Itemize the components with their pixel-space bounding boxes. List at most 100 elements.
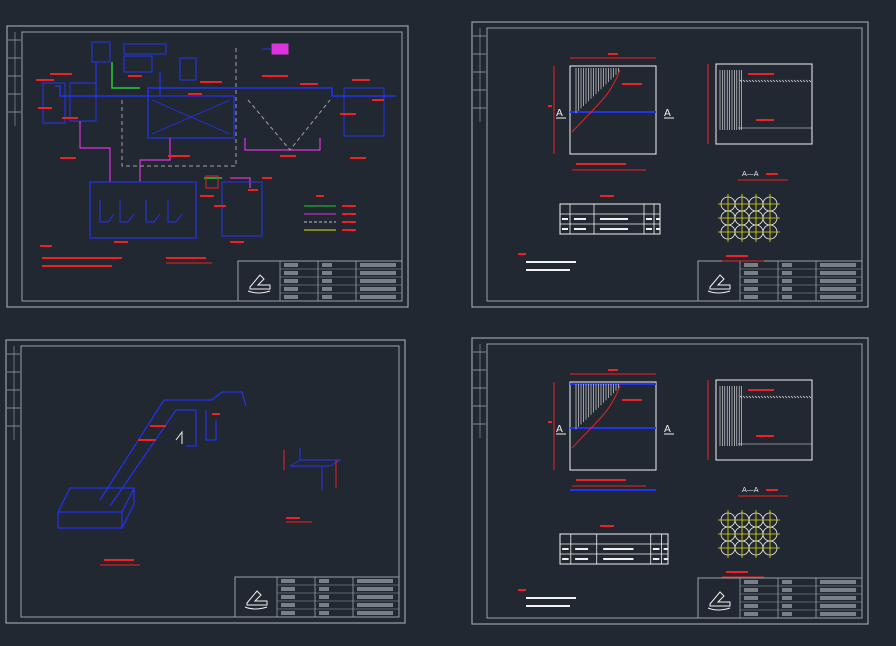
tank-outline-dashed: [121, 48, 237, 167]
sheet-outer-border: [6, 25, 409, 308]
logo-base: [244, 606, 268, 610]
sludge-tank: [89, 181, 197, 239]
title-block-text: [319, 587, 329, 591]
section-caption: A—A: [742, 486, 759, 494]
title-block-text: [820, 580, 856, 584]
title-block-text: [782, 287, 792, 291]
water-surface-tick: [787, 395, 791, 399]
title-block-text: [284, 287, 298, 291]
title-block-text: [319, 579, 329, 583]
title-block-text: [284, 263, 298, 267]
section-marker-left: A: [556, 108, 563, 119]
inlet-chamber: [42, 82, 66, 124]
hopper-dashed: [247, 99, 331, 151]
water-surface-tick: [766, 395, 770, 399]
title-block-text: [322, 279, 332, 283]
title-block-text: [820, 287, 856, 291]
water-surface-tick: [784, 395, 788, 399]
water-surface-tick: [751, 79, 755, 83]
blower: [123, 55, 153, 73]
title-block-text: [744, 263, 758, 267]
water-surface-tick: [793, 395, 797, 399]
title-block-text: [820, 279, 856, 283]
blower-house: [123, 43, 167, 55]
title-block: [697, 260, 863, 302]
title-block-text: [281, 603, 295, 607]
title-block-text: [281, 611, 295, 615]
title-block-text: [820, 596, 856, 600]
water-surface-tick: [751, 395, 755, 399]
title-block-text: [284, 295, 298, 299]
title-block-text: [782, 580, 792, 584]
water-surface-tick: [760, 395, 764, 399]
title-block-border: [237, 260, 403, 302]
water-surface-tick: [772, 79, 776, 83]
title-block-text: [357, 595, 393, 599]
title-block-text: [360, 295, 396, 299]
sheet-outer-border: [5, 339, 406, 624]
pipe-legend: [304, 195, 356, 231]
logo-shape: [709, 274, 731, 290]
diffuser-drop: [145, 200, 161, 223]
sludge-pipe: [230, 177, 251, 188]
section-marker-right: A: [664, 424, 671, 435]
title-block-text: [820, 588, 856, 592]
water-surface-tick: [754, 395, 758, 399]
section-marker-right: A: [664, 108, 671, 119]
title-block-text: [357, 603, 393, 607]
title-block-text: [744, 295, 758, 299]
water-surface-tick: [802, 395, 806, 399]
water-surface-tick: [790, 79, 794, 83]
water-surface-tick: [769, 395, 773, 399]
sheet-process-flow[interactable]: [6, 25, 409, 308]
tank-hatch: [151, 99, 231, 135]
water-surface-tick: [796, 79, 800, 83]
sheet-inner-border: [21, 31, 403, 302]
water-surface-tick: [784, 79, 788, 83]
iso-tank-top: [57, 487, 135, 513]
iso-pipe-lower: [109, 409, 196, 507]
water-surface-tick: [757, 79, 761, 83]
title-block-text: [744, 287, 758, 291]
sheet-inner-border: [20, 345, 400, 618]
logo-base: [707, 607, 731, 611]
title-block-text: [284, 279, 298, 283]
water-surface-tick: [778, 395, 782, 399]
water-surface-tick: [799, 79, 803, 83]
logo-shape: [249, 274, 271, 290]
title-block-text: [319, 595, 329, 599]
title-block-logo-icon: [707, 274, 731, 294]
title-block-border: [697, 577, 863, 619]
title-block-text: [360, 271, 396, 275]
title-block: [697, 577, 863, 619]
sheet-pipe-isometric[interactable]: [5, 339, 406, 624]
title-block-text: [281, 579, 295, 583]
logo-base: [707, 290, 731, 294]
diffuser-drop: [119, 200, 135, 223]
water-surface-tick: [808, 395, 812, 399]
sludge-press: [221, 181, 263, 237]
iso-drop-pipe: [186, 410, 197, 447]
title-block-text: [782, 295, 792, 299]
water-surface-tick: [754, 79, 758, 83]
water-surface-tick: [763, 79, 767, 83]
water-surface-tick: [808, 79, 812, 83]
sheet-outer-border: [471, 21, 869, 308]
dosing-unit: [91, 41, 111, 63]
title-block-text: [820, 612, 856, 616]
title-block-text: [281, 587, 295, 591]
title-block-text: [744, 588, 758, 592]
water-surface-tick: [793, 79, 797, 83]
aeration-tank: [147, 95, 235, 139]
iso-pipe-upper: [99, 399, 212, 501]
title-block-text: [357, 587, 393, 591]
water-surface-tick: [802, 79, 806, 83]
water-surface-tick: [742, 79, 746, 83]
title-block-text: [357, 579, 393, 583]
tank-elevation: [569, 65, 657, 155]
title-block-text: [360, 279, 396, 283]
title-block-text: [357, 611, 393, 615]
